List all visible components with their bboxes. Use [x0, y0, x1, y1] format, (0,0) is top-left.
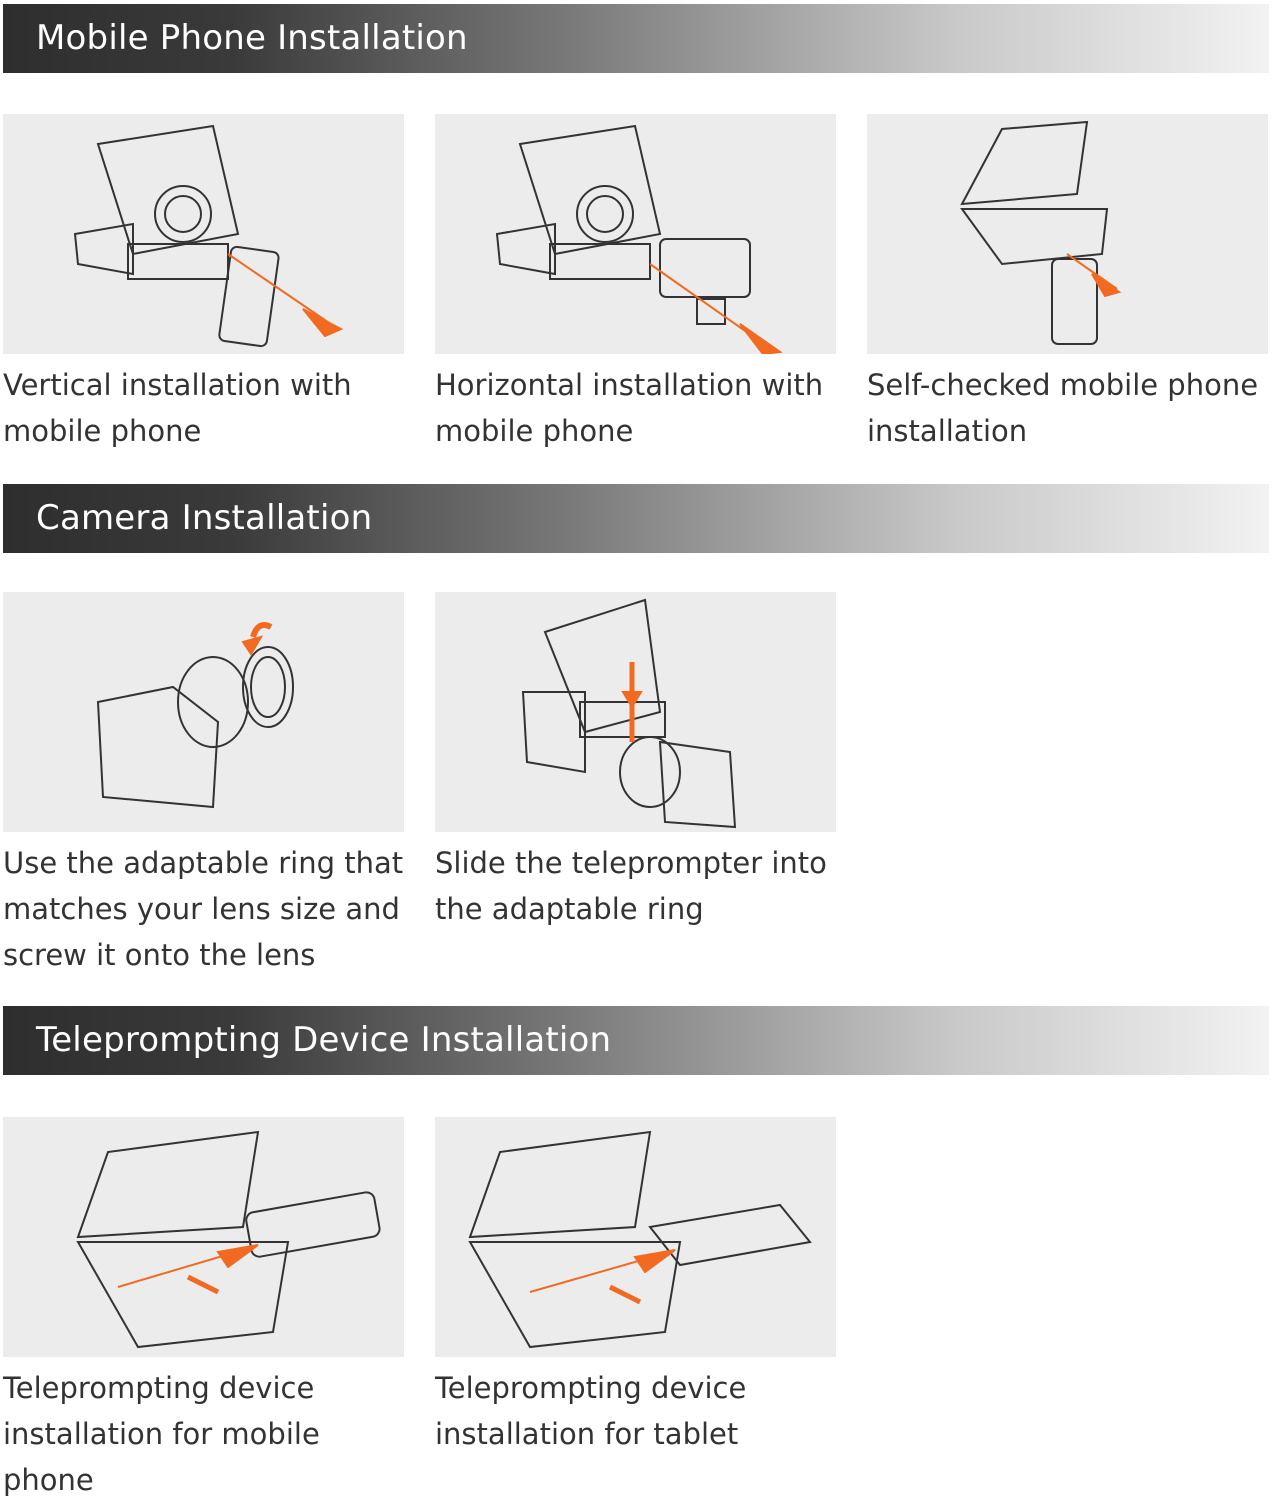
section-title: Mobile Phone Installation	[36, 18, 468, 58]
caption: Teleprompting device installation for ta…	[435, 1371, 747, 1451]
card-self-check-phone: Self-checked mobile phone installation	[867, 114, 1268, 454]
section-title: Teleprompting Device Installation	[36, 1020, 612, 1060]
card-adapter-ring: Use the adaptable ring that matches your…	[3, 592, 404, 978]
card-device-tablet: Teleprompting device installation for ta…	[435, 1117, 836, 1457]
caption: Vertical installation with mobile phone	[3, 368, 352, 448]
section-header-camera: Camera Installation	[3, 484, 1269, 553]
section-header-teleprompting-device: Teleprompting Device Installation	[3, 1006, 1269, 1075]
card-horizontal-phone: Horizontal installation with mobile phon…	[435, 114, 836, 454]
teleprompter-camera-slide-illustration	[435, 592, 836, 832]
caption: Self-checked mobile phone installation	[867, 368, 1259, 448]
caption: Horizontal installation with mobile phon…	[435, 368, 824, 448]
section-title: Camera Installation	[36, 498, 373, 538]
caption: Slide the teleprompter into the adaptabl…	[435, 846, 827, 926]
section-header-mobile: Mobile Phone Installation	[3, 4, 1269, 73]
caption: Teleprompting device installation for mo…	[3, 1371, 320, 1497]
card-slide-teleprompter: Slide the teleprompter into the adaptabl…	[435, 592, 836, 932]
card-device-phone: Teleprompting device installation for mo…	[3, 1117, 404, 1503]
teleprompter-tablet-device-illustration	[435, 1117, 836, 1357]
card-vertical-phone: Vertical installation with mobile phone	[3, 114, 404, 454]
teleprompter-vertical-phone-illustration	[3, 114, 404, 354]
teleprompter-self-check-illustration	[867, 114, 1268, 354]
teleprompter-phone-device-illustration	[3, 1117, 404, 1357]
teleprompter-horizontal-phone-illustration	[435, 114, 836, 354]
camera-lens-ring-illustration	[3, 592, 404, 832]
caption: Use the adaptable ring that matches your…	[3, 846, 404, 972]
